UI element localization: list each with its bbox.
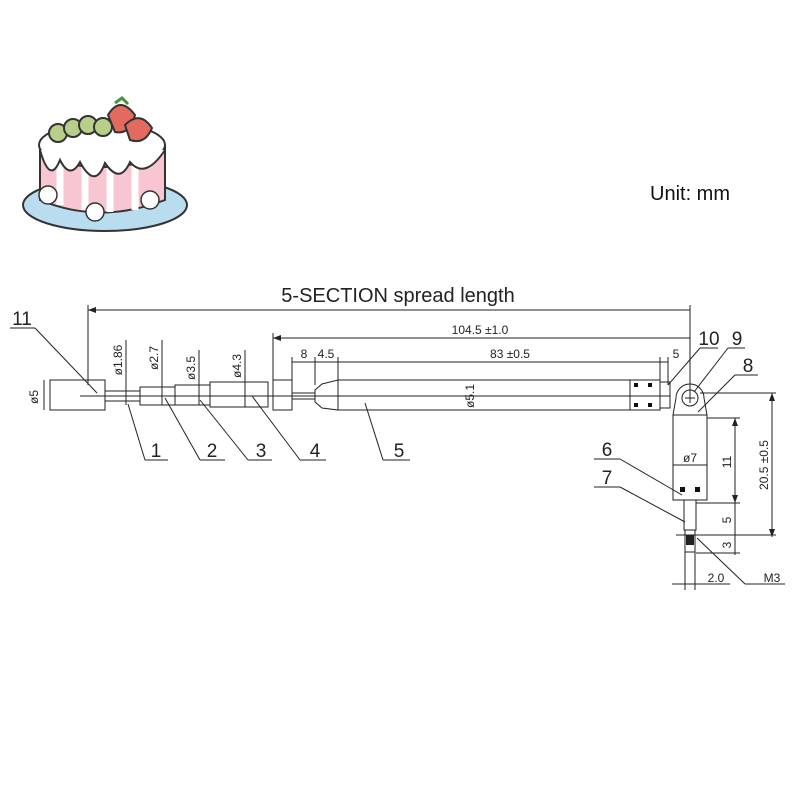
dia-1: ø1.86	[111, 344, 125, 375]
cake-logo	[22, 96, 188, 232]
dia-7: ø7	[683, 451, 697, 465]
part-5-section	[337, 379, 631, 411]
dia-2: ø2.7	[147, 346, 161, 370]
dia-cap: ø5	[27, 390, 41, 404]
dim-2-0: 2.0	[708, 571, 725, 585]
dia-4: ø4.3	[230, 354, 244, 378]
thread-label: M3	[764, 571, 781, 585]
dim-5: 5	[720, 516, 734, 523]
dim-104-5: 104.5 ±1.0	[452, 323, 509, 337]
part-label-4: 4	[310, 441, 321, 462]
part-7-thread	[684, 529, 696, 553]
part-label-10: 10	[698, 329, 719, 350]
part-label-2: 2	[207, 441, 218, 462]
part-3-section	[174, 384, 211, 406]
drawing-title: 5-SECTION spread length	[281, 285, 514, 307]
part-label-3: 3	[256, 441, 267, 462]
dim-20-5: 20.5 ±0.5	[757, 440, 771, 490]
part-4-section	[209, 381, 269, 408]
dim-8: 8	[301, 347, 308, 361]
part-label-7: 7	[602, 468, 613, 489]
dia-5: ø5.1	[463, 384, 477, 408]
dia-3: ø3.5	[184, 356, 198, 380]
dim-4-5: 4.5	[318, 347, 335, 361]
dim-5-top: 5	[673, 347, 680, 361]
unit-label: Unit: mm	[650, 183, 730, 205]
part-label-8: 8	[743, 356, 754, 377]
part-label-11: 11	[12, 309, 32, 330]
dim-3: 3	[720, 541, 734, 548]
part-label-6: 6	[602, 440, 613, 461]
dim-83: 83 ±0.5	[490, 347, 530, 361]
part-label-9: 9	[732, 329, 743, 350]
part-label-5: 5	[394, 441, 405, 462]
part-label-1: 1	[151, 441, 162, 462]
part-9-screw	[681, 389, 699, 407]
part-8-hinge	[672, 383, 708, 416]
dim-11: 11	[720, 455, 734, 468]
part-11-cap	[49, 379, 106, 411]
